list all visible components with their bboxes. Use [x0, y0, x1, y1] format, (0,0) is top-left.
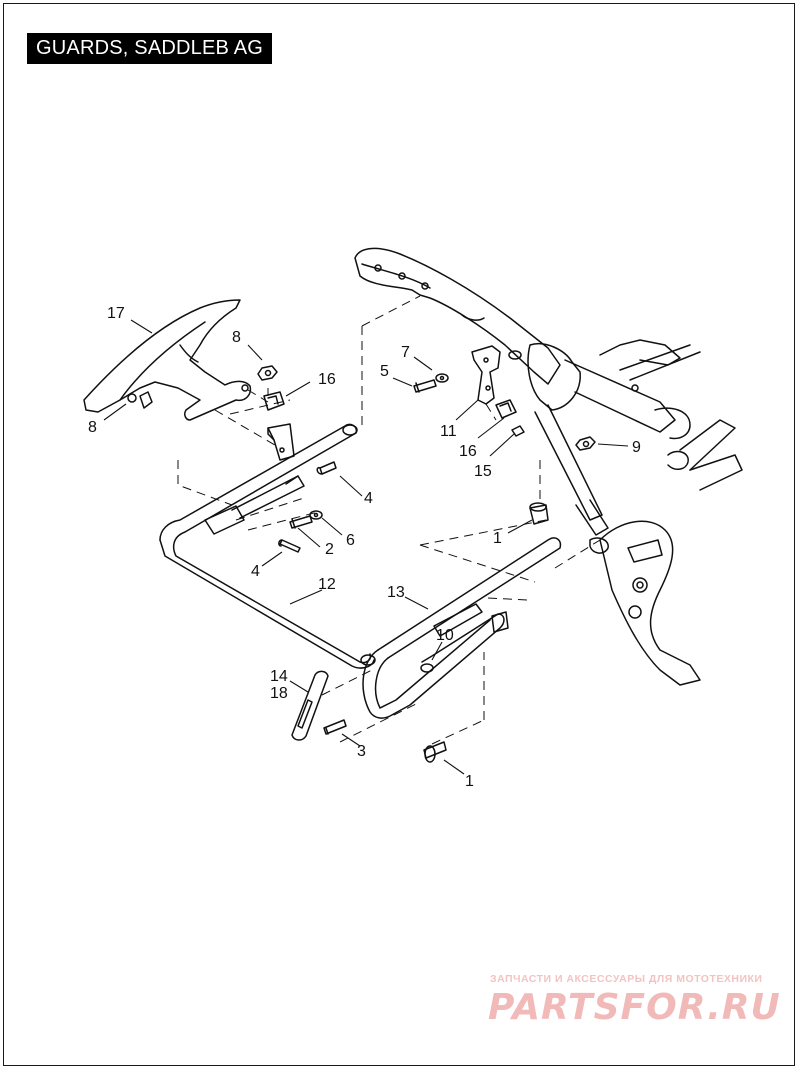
callout-9: 9: [632, 439, 641, 456]
callout-7: 7: [401, 344, 410, 361]
watermark-logo: PARTSFOR.RU: [488, 987, 781, 1028]
callout-16-left: 16: [318, 371, 336, 388]
alignment-lines: [177, 295, 601, 745]
callout-14: 14: [270, 668, 288, 685]
callout-18: 18: [270, 685, 288, 702]
callout-11: 11: [440, 423, 457, 440]
part-16-bracket: [267, 423, 295, 461]
callout-4-lower: 4: [251, 563, 260, 580]
callout-8-left: 8: [88, 419, 97, 436]
part-17-guard-plate: [83, 299, 252, 421]
frame-casting: [589, 520, 701, 686]
callout-6: 6: [346, 532, 355, 549]
frame-rail: [354, 247, 561, 385]
callout-5: 5: [380, 363, 389, 380]
leader-lines: [103, 319, 629, 775]
callout-1-lower: 1: [465, 773, 474, 790]
diagram-title: GUARDS, SADDLEB AG: [27, 33, 272, 64]
watermark-tagline: ЗАПЧАСТИ И АКСЕССУАРЫ ДЛЯ МОТОТЕХНИКИ: [490, 973, 763, 985]
callout-10: 10: [436, 627, 454, 644]
callout-16-right: 16: [459, 443, 477, 460]
frame-tubes: [527, 339, 743, 536]
part-11-bracket: [471, 345, 501, 405]
callout-13: 13: [387, 584, 405, 601]
callout-4-upper: 4: [364, 490, 373, 507]
callout-12: 12: [318, 576, 336, 593]
callout-3: 3: [357, 743, 366, 760]
part-14-18-strip: [291, 670, 329, 741]
diagram-frame: [3, 3, 795, 1066]
hardware: [257, 365, 596, 763]
callout-labels: 17 8 16 8 7 5 11 16 15 9 4 6 2 4 1 12 13…: [88, 305, 641, 790]
part-12-guard: [159, 423, 376, 669]
callout-15: 15: [474, 463, 492, 480]
callout-1-upper: 1: [493, 530, 502, 547]
callout-8-upper: 8: [232, 329, 241, 346]
callout-2: 2: [325, 541, 334, 558]
callout-17: 17: [107, 305, 125, 322]
part-13-guard: [362, 537, 562, 719]
